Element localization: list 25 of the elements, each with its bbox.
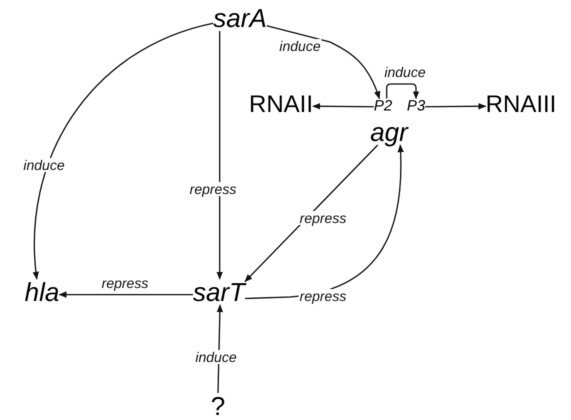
gene-label: sarA bbox=[213, 5, 267, 31]
arrow bbox=[312, 103, 374, 110]
arrow bbox=[244, 144, 378, 282]
promoter-label: P3 bbox=[406, 98, 426, 114]
transcript-label: RNAII bbox=[249, 93, 313, 117]
arrow bbox=[58, 291, 193, 298]
arrow bbox=[244, 144, 404, 300]
edge-label: induce bbox=[194, 350, 238, 364]
edge-label: induce bbox=[22, 158, 66, 172]
unknown-factor-label: ? bbox=[210, 393, 226, 419]
edge-label: induce bbox=[383, 65, 427, 79]
edge-label: repress bbox=[298, 289, 348, 303]
gene-label: agr bbox=[370, 119, 408, 145]
edge-label: repress bbox=[188, 182, 238, 196]
arrow bbox=[216, 31, 223, 280]
edge-label: induce bbox=[278, 39, 322, 53]
promoter-label: P2 bbox=[374, 98, 392, 114]
gene-label: hla bbox=[24, 279, 60, 305]
transcript-label: RNAIII bbox=[486, 93, 556, 117]
gene-label: sarT bbox=[193, 279, 245, 305]
arrow bbox=[33, 22, 214, 280]
arrow bbox=[425, 103, 486, 110]
arrow bbox=[386, 83, 420, 100]
arrow bbox=[266, 25, 380, 100]
edge-label: repress bbox=[298, 211, 348, 225]
